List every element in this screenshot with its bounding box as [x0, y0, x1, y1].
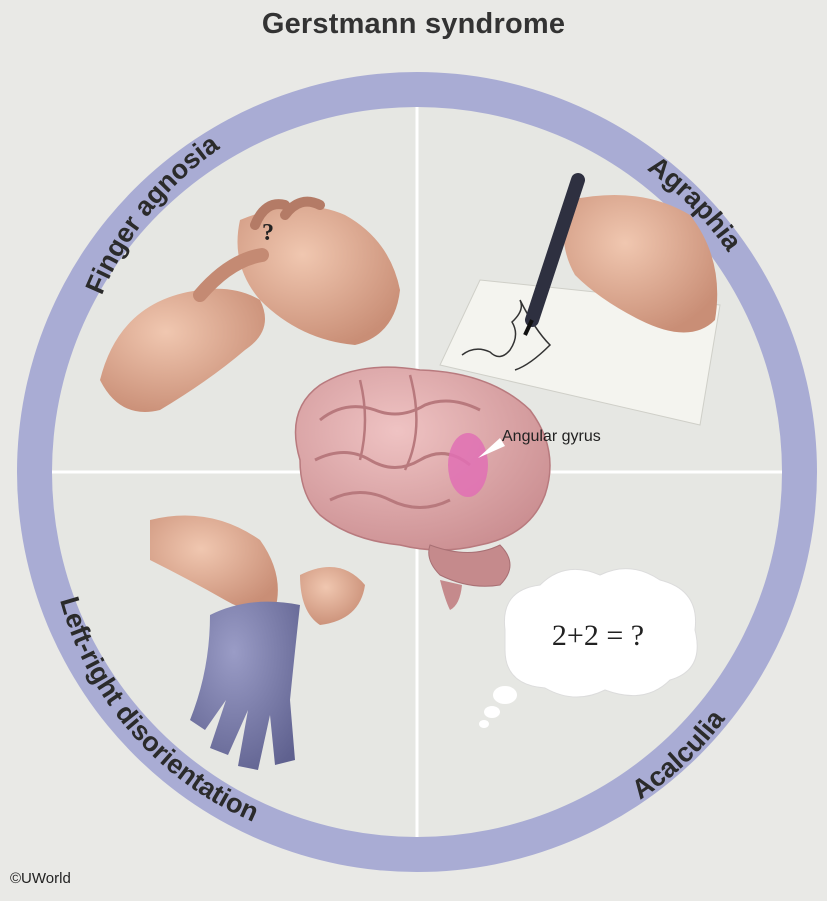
diagram-title: Gerstmann syndrome	[261, 8, 566, 40]
agraphia-writing-illustration	[439, 173, 721, 426]
angular-gyrus-highlight	[448, 433, 488, 497]
thought-equation: 2+2 = ?	[552, 619, 644, 652]
angular-gyrus-label: Angular gyrus	[502, 428, 601, 445]
copyright-label: ©UWorld	[10, 870, 71, 887]
left-right-glove-illustration	[150, 515, 365, 770]
thought-bubble	[479, 568, 698, 728]
question-mark-label: ?	[262, 220, 274, 246]
brain-illustration	[294, 366, 551, 610]
finger-agnosia-hands-illustration	[100, 196, 400, 412]
